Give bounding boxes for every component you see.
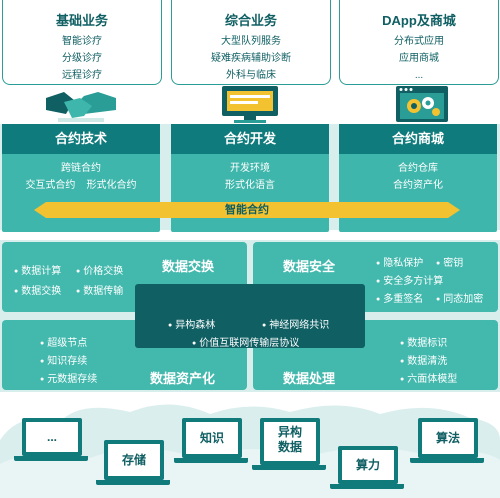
laptop-heterogeneous-data-screen: 异构 数据: [260, 418, 320, 465]
data-assetization-item: 超级节点: [40, 334, 87, 349]
comprehensive-business-box: 综合业务 大型队列服务 疑难疾病辅助诊断 外科与临床: [171, 0, 331, 85]
monitor-icon: [222, 86, 278, 123]
data-processing-item: 六面体模型: [400, 370, 457, 385]
dapp-store-box: DApp及商城 分布式应用 应用商城 ...: [339, 0, 499, 85]
laptop-algorithm-screen: 算法: [418, 418, 478, 458]
comprehensive-business-title: 综合业务: [224, 13, 277, 28]
laptop-base: [14, 456, 88, 461]
contract-store-line: 合约仓库: [398, 163, 438, 174]
contract-tech-title: 合约技术: [2, 124, 160, 154]
laptop-base: [410, 458, 484, 463]
data-security-item: 多重签名: [376, 290, 423, 305]
data-security-item: 安全多方计算: [376, 272, 443, 287]
data-assetization-item: 元数据存续: [40, 370, 97, 385]
dapp-store-item: 应用商城: [399, 53, 439, 64]
dapp-store-title: DApp及商城: [382, 13, 456, 28]
basic-business-title: 基础业务: [55, 13, 108, 28]
protocol-item: 价值互联网传输层协议: [192, 334, 299, 349]
protocol-item: 异构森林: [168, 316, 215, 331]
contract-tech-line: 交互式合约 形式化合约: [25, 180, 137, 191]
contract-dev-title: 合约开发: [171, 124, 329, 154]
data-security-item: 密钥: [436, 254, 463, 269]
basic-business-item: 分级诊疗: [62, 53, 102, 64]
data-security-item: 同态加密: [436, 290, 483, 305]
laptop-compute-screen: 算力: [338, 446, 398, 484]
contract-dev-line: 形式化语言: [225, 180, 275, 191]
basic-business-box: 基础业务 智能诊疗 分级诊疗 远程诊疗: [2, 0, 162, 85]
data-security-item: 隐私保护: [376, 254, 423, 269]
data-exchange-item: 数据交换: [14, 282, 61, 297]
laptop-storage-screen: 存储: [104, 440, 164, 480]
comprehensive-business-item: 大型队列服务: [221, 36, 281, 47]
data-assetization-item: 知识存续: [40, 352, 87, 367]
contract-store-line: 合约资产化: [393, 180, 443, 191]
data-processing-title: 数据处理: [283, 371, 336, 386]
handshake-icon: [46, 92, 116, 122]
contract-dev-line: 开发环境: [230, 163, 270, 174]
basic-business-item: 智能诊疗: [62, 36, 102, 47]
laptop-base: [330, 484, 404, 489]
dapp-store-item: 分布式应用: [394, 36, 444, 47]
contract-tech-line: 跨链合约: [61, 163, 101, 174]
laptop-knowledge-screen: 知识: [182, 418, 242, 458]
protocol-item: 神经网络共识: [262, 316, 329, 331]
data-security-title: 数据安全: [283, 259, 336, 274]
basic-business-item: 远程诊疗: [62, 70, 102, 81]
data-exchange-item: 价格交换: [76, 262, 123, 277]
comprehensive-business-item: 疑难疾病辅助诊断: [211, 53, 291, 64]
data-processing-item: 数据标识: [400, 334, 447, 349]
laptop-base: [174, 458, 248, 463]
laptop-base: [252, 465, 326, 470]
contract-store-title: 合约商城: [339, 124, 497, 154]
data-exchange-item: 数据计算: [14, 262, 61, 277]
data-assetization-title: 数据资产化: [150, 371, 216, 386]
comprehensive-business-item: 外科与临床: [226, 70, 276, 81]
data-exchange-item: 数据传输: [76, 282, 123, 297]
laptop-screen: ...: [22, 418, 82, 456]
laptop-base: [96, 480, 170, 485]
smart-contract-label: 智能合约: [225, 204, 269, 216]
dapp-store-item: ...: [414, 70, 424, 81]
data-exchange-title: 数据交换: [162, 259, 215, 274]
data-processing-item: 数据清洗: [400, 352, 447, 367]
smart-contract-arrow: [34, 202, 460, 218]
browser-gear-icon: [396, 86, 448, 122]
